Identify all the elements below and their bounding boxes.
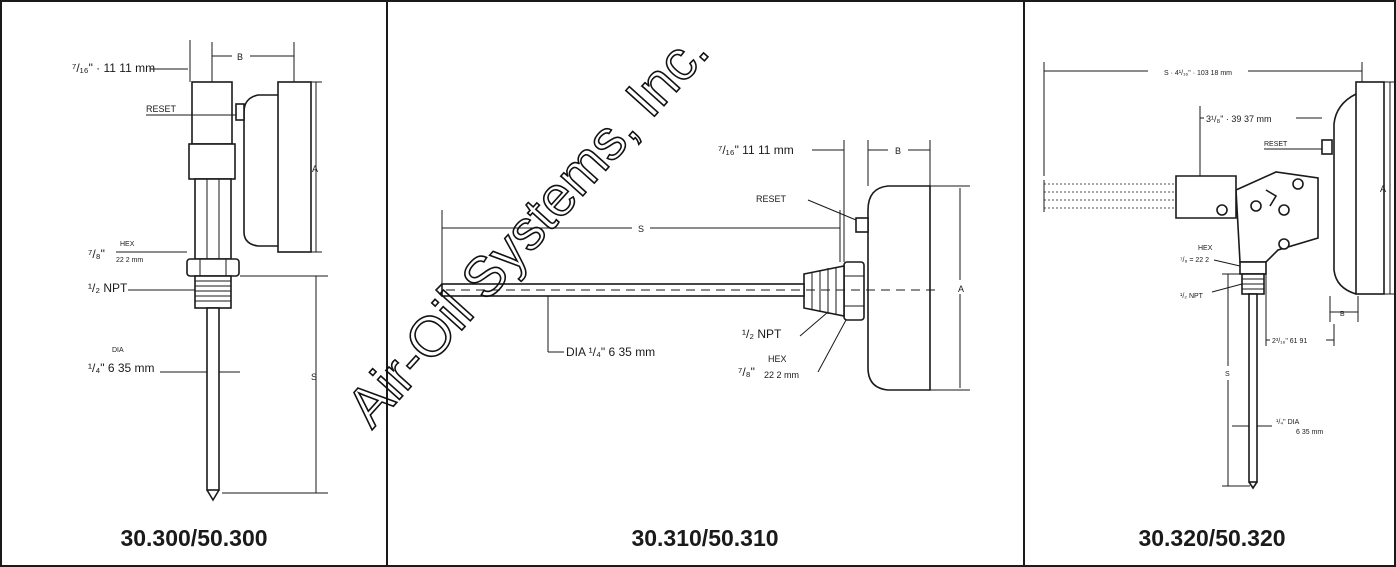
- reset-label: RESET: [146, 104, 177, 114]
- dia-mm-label: 6 35 mm: [1296, 429, 1323, 436]
- dia-value: ¹/₄" 6 35 mm: [88, 361, 155, 375]
- hex-label: HEX: [1198, 245, 1213, 252]
- swivel-head: [1235, 171, 1319, 263]
- dim-7-16-label: ⁷/₁₆" 11 11 mm: [718, 143, 794, 157]
- dim-a-label: A: [312, 164, 318, 174]
- reset-label: RESET: [756, 194, 787, 204]
- reset-knob: [855, 217, 869, 233]
- panel-30-320: S · 4¹/₁₆" · 103 18 mm 3¹/₈" · 39 37 mm …: [1043, 62, 1395, 551]
- dial-case: [1333, 93, 1357, 295]
- probe-tip: [434, 283, 443, 297]
- dial-face-rim: [277, 81, 312, 253]
- reset-knob: [235, 103, 245, 121]
- dia-label: ¹/₄" DIA: [1276, 419, 1300, 426]
- dim-3-1-8-label: 3¹/₈" · 39 37 mm: [1206, 114, 1271, 124]
- dim-2-3-16-label: 2³/₁₆" 61 91: [1272, 338, 1307, 345]
- probe-tip: [206, 489, 220, 502]
- stem-housing-collar: [188, 143, 236, 180]
- stem-housing-upper: [191, 81, 233, 145]
- model-number: 30.320/50.320: [1138, 525, 1285, 551]
- dim-a-label: A: [958, 284, 964, 294]
- hex-nut: [1239, 261, 1267, 275]
- dia-label: DIA: [112, 347, 124, 354]
- dim-b-label: B: [895, 146, 901, 156]
- dim-b-label: B: [237, 52, 243, 62]
- npt-label: ¹/₂ NPT: [1180, 293, 1204, 300]
- dim-s-label: S: [311, 372, 317, 382]
- hex-label: HEX: [120, 241, 135, 248]
- reset-knob: [1321, 139, 1333, 155]
- hex-label: HEX: [768, 354, 787, 364]
- hex-nut: [843, 261, 865, 321]
- hex-nut: [186, 258, 240, 277]
- dim-s-label: S: [638, 224, 644, 234]
- hex-mm-label: 22 2 mm: [116, 257, 143, 264]
- model-number: 30.310/50.310: [631, 525, 778, 551]
- dia-label: DIA ¹/₄" 6 35 mm: [566, 345, 655, 359]
- npt-label: ¹/₂ NPT: [742, 327, 782, 341]
- watermark-text: Air-Oil Systems, Inc.: [334, 19, 720, 438]
- dial-case: [867, 185, 931, 391]
- probe-stem: [1248, 293, 1258, 483]
- dim-b-label: B: [1340, 311, 1345, 318]
- hex-fraction: ⁷/₈": [738, 365, 755, 379]
- probe-stem: [441, 283, 805, 297]
- dim-s-label: S: [1225, 371, 1230, 378]
- hex-mm-label: 22 2 mm: [764, 370, 799, 380]
- stem-body: [194, 178, 232, 260]
- probe-stem: [206, 307, 220, 491]
- model-number: 30.300/50.300: [120, 525, 267, 551]
- dial-face-rim: [1355, 81, 1385, 295]
- npt-label: ¹/₂ NPT: [88, 281, 128, 295]
- panel-30-300: B ⁷/₁₆" · 11 11 mm RESET A ⁷/₈" HEX 22 2…: [72, 40, 328, 551]
- dim-s-top-label: S · 4¹/₁₆" · 103 18 mm: [1164, 70, 1232, 77]
- hex-value: ⁷/₈ = 22 2: [1180, 257, 1209, 264]
- probe-tip: [1248, 481, 1258, 490]
- dial-case: [243, 94, 278, 247]
- dim-a-label: A: [1380, 184, 1386, 194]
- npt-thread: [803, 265, 845, 317]
- panel-30-310: S B ⁷/₁₆" 11 11 mm RESET A ¹/₂ NPT DIA ¹…: [434, 140, 970, 551]
- hex-fraction: ⁷/₈": [88, 247, 105, 261]
- reset-label: RESET: [1264, 141, 1288, 148]
- dim-7-16-label: ⁷/₁₆" · 11 11 mm: [72, 61, 155, 75]
